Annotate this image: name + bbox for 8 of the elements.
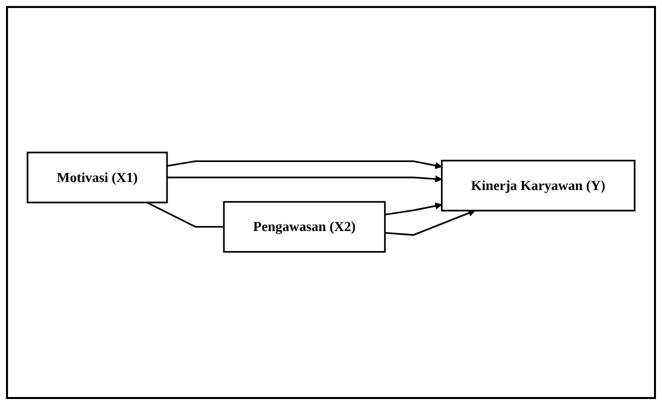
arrow	[384, 202, 442, 216]
arrow	[166, 160, 442, 170]
connector-line	[146, 202, 224, 228]
variable-box: Pengawasan (X2)	[223, 201, 386, 253]
variable-box: Motivasi (X1)	[26, 152, 168, 204]
variable-box: Kinerja Karyawan (Y)	[440, 160, 636, 212]
arrow	[166, 176, 442, 183]
arrow	[384, 210, 476, 236]
